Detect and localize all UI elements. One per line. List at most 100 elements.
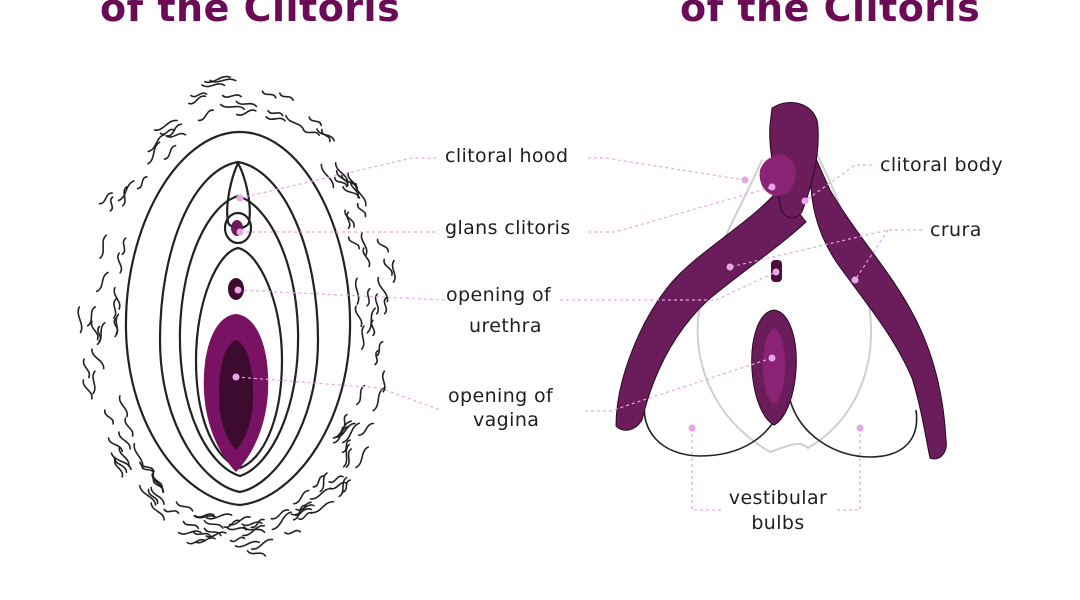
label-opening-urethra-line1: opening of [446, 284, 552, 306]
dot-vagina-right [768, 354, 776, 362]
leader-vagina-left [235, 376, 441, 411]
hair-strand [302, 128, 320, 136]
hair-strand [309, 487, 333, 500]
dot-bulb-right [856, 424, 864, 432]
hair-strand [372, 387, 385, 412]
title-left: of the Clitoris [100, 0, 401, 30]
glans-highlight-shape [759, 154, 796, 196]
hair-strand [366, 287, 371, 307]
hair-strand [190, 92, 208, 98]
hair-strand [350, 179, 360, 199]
label-vestibular-line2: bulbs [751, 512, 805, 534]
hair-strand [334, 177, 348, 188]
hair-strand [377, 276, 389, 303]
vestibule-outline [194, 246, 284, 470]
dot-urethra-left [234, 286, 242, 294]
hair-strand [354, 277, 360, 305]
leader-urethra-right [560, 271, 777, 301]
leader-clitoral-hood-left [239, 157, 438, 199]
label-glans-clitoris: glans clitoris [445, 217, 571, 239]
internal-clitoris [615, 102, 947, 460]
hair-strand [375, 341, 384, 357]
hair-strand [121, 186, 128, 207]
hair-strand [188, 95, 207, 105]
label-opening-vagina-line2: vagina [473, 409, 540, 431]
hair-strand [118, 431, 131, 450]
hair-strand [136, 176, 148, 190]
hair-strand [107, 437, 123, 453]
hair-strand [205, 531, 227, 538]
hair-strand [335, 422, 356, 438]
hair-strand [163, 508, 180, 515]
hair-strand [346, 211, 351, 230]
hair-strand [186, 538, 206, 545]
vagina-inner-shape [218, 340, 254, 450]
hair-strand [370, 319, 376, 337]
hair-strand [223, 519, 241, 529]
vaginal-inner-shape [762, 328, 786, 404]
hair-strand [193, 515, 217, 519]
hair-strand [242, 524, 265, 537]
hair-strand [341, 439, 351, 454]
labia-majora-outline [124, 130, 352, 507]
hair-strand [383, 258, 393, 276]
leader-crura [729, 229, 922, 281]
crus-left-shape [615, 187, 807, 431]
hair-strand [332, 420, 352, 439]
hair-strand [118, 395, 128, 418]
hair-strand [147, 141, 161, 165]
hair-strand [374, 293, 380, 315]
hair-strand [205, 513, 233, 520]
hair-strand [308, 116, 322, 127]
hair-strand [361, 325, 365, 350]
hair-strand [265, 116, 286, 122]
leader-vestibular [691, 428, 861, 511]
hair-strand [344, 209, 355, 228]
pointer-dots [232, 176, 864, 432]
hair-strand [197, 109, 215, 122]
hair-strand [234, 540, 261, 548]
hair-strand [163, 144, 177, 160]
hair-strand [316, 128, 335, 142]
hair-strand [250, 538, 274, 550]
hair-strand [221, 94, 242, 98]
hair-strand [310, 500, 335, 514]
hair-strand [151, 473, 165, 494]
hair-strand [82, 358, 91, 379]
leader-lines [235, 157, 922, 511]
hair-strand [357, 422, 375, 436]
hair-strand [383, 296, 388, 315]
hair-strand [293, 489, 310, 505]
hair-strand [177, 530, 202, 535]
hair-strand [347, 172, 358, 192]
hair-strand [96, 271, 109, 293]
title-right: of the Clitoris [680, 0, 981, 30]
hair-strand [153, 119, 178, 131]
hair-strand [113, 286, 121, 310]
hair-strand [295, 501, 312, 517]
hair-strand [90, 320, 99, 341]
leader-urethra-left [237, 289, 446, 301]
hair-strand [341, 479, 351, 493]
hair-strand [341, 422, 360, 444]
hair-strand [229, 536, 246, 543]
hair-strand [374, 349, 379, 366]
hair-strand [243, 526, 266, 534]
hair-strand [112, 298, 117, 319]
hair-strand [201, 83, 226, 88]
hair-strand [267, 109, 284, 117]
dot-crura-left [726, 263, 734, 271]
hair-strand [250, 518, 265, 529]
dot-hood-left [236, 194, 244, 202]
dot-glans-right [768, 183, 776, 191]
hair-strand [150, 486, 165, 505]
hair-strand [356, 202, 367, 218]
hair-strand [241, 521, 263, 527]
labia-inner-outline [158, 160, 320, 494]
hair-strand [284, 529, 302, 535]
hair-strand [279, 92, 294, 102]
hair-strand [319, 472, 328, 493]
label-clitoral-body: clitoral body [880, 154, 1004, 176]
hair-strand [150, 502, 165, 521]
hair-strand [175, 501, 194, 512]
